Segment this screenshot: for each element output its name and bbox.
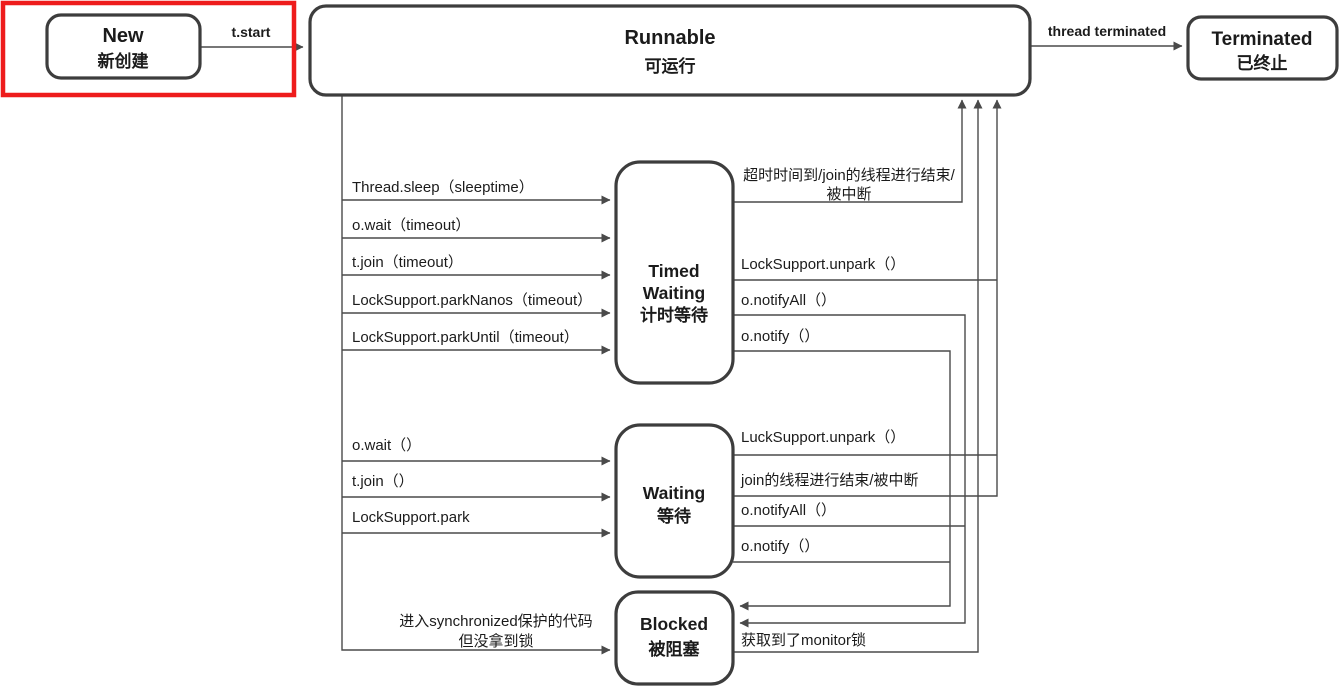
label-w-notify: o.notify（） (741, 538, 819, 555)
label-thread-terminated: thread terminated (1048, 23, 1166, 39)
label-monitor-lock: 获取到了monitor锁 (741, 632, 866, 649)
highlight-box (0, 0, 297, 98)
label-tw-unpark: LockSupport.unpark（） (741, 256, 905, 273)
label-tw-notify: o.notify（） (741, 328, 819, 345)
label-timeout-line2: 被中断 (826, 186, 871, 203)
label-parkuntil: LockSupport.parkUntil（timeout） (352, 329, 579, 346)
label-tjoin-timeout: t.join（timeout） (352, 254, 463, 271)
edge-tw-notifyall-to-blocked (733, 314, 966, 628)
new-subtitle: 新创建 (98, 51, 149, 71)
label-timeout-line1: 超时时间到/join的线程进行结束/ (743, 167, 956, 184)
timed-waiting-box (614, 160, 735, 385)
blocked-subtitle: 被阻塞 (649, 639, 701, 659)
edge-timeout-to-runnable (733, 99, 967, 203)
blocked-title: Blocked (640, 614, 708, 634)
edge-tw-notify-to-blocked (733, 350, 951, 611)
node-runnable: Runnable 可运行 (308, 4, 1032, 97)
label-synchronized-line2: 但没拿到锁 (458, 632, 533, 650)
terminated-title: Terminated (1211, 29, 1312, 50)
label-owait: o.wait（） (352, 437, 421, 454)
node-new: New 新创建 (45, 13, 202, 80)
label-owait-timeout: o.wait（timeout） (352, 217, 470, 234)
label-lockpark: LockSupport.park (352, 509, 470, 526)
node-waiting: Waiting 等待 (614, 423, 735, 579)
node-terminated: Terminated 已终止 (1186, 15, 1339, 81)
blocked-box (614, 590, 735, 686)
runnable-subtitle: 可运行 (645, 56, 696, 76)
label-synchronized-line1: 进入synchronized保护的代码 (399, 613, 592, 630)
terminated-box (1186, 15, 1339, 81)
label-w-unpark: LuckSupport.unpark（） (741, 429, 905, 446)
runnable-box (308, 4, 1032, 97)
label-t-start: t.start (232, 24, 271, 40)
new-box (45, 13, 202, 80)
timed-waiting-subtitle: 计时等待 (640, 305, 708, 325)
timed-waiting-title-line2: Waiting (643, 283, 706, 303)
label-w-join-end: join的线程进行结束/被中断 (740, 472, 919, 489)
label-parknanos: LockSupport.parkNanos（timeout） (352, 292, 592, 309)
label-w-notifyall: o.notifyAll（） (741, 502, 836, 519)
new-title: New (102, 25, 144, 47)
waiting-subtitle: 等待 (657, 506, 691, 526)
edge-blocked-to-runnable (733, 99, 983, 653)
timed-waiting-title-line1: Timed (648, 261, 699, 281)
terminated-subtitle: 已终止 (1237, 53, 1288, 73)
edge-runnable-to-blocked (341, 96, 611, 655)
waiting-title: Waiting (643, 483, 706, 503)
label-thread-sleep: Thread.sleep（sleeptime） (352, 179, 534, 196)
node-timed-waiting: Timed Waiting 计时等待 (614, 160, 735, 385)
label-tw-notifyall: o.notifyAll（） (741, 292, 836, 309)
edge-w-join-to-runnable (733, 99, 1002, 497)
node-blocked: Blocked 被阻塞 (614, 590, 735, 686)
waiting-box (614, 423, 735, 579)
label-tjoin: t.join（） (352, 473, 414, 490)
runnable-title: Runnable (624, 27, 715, 49)
